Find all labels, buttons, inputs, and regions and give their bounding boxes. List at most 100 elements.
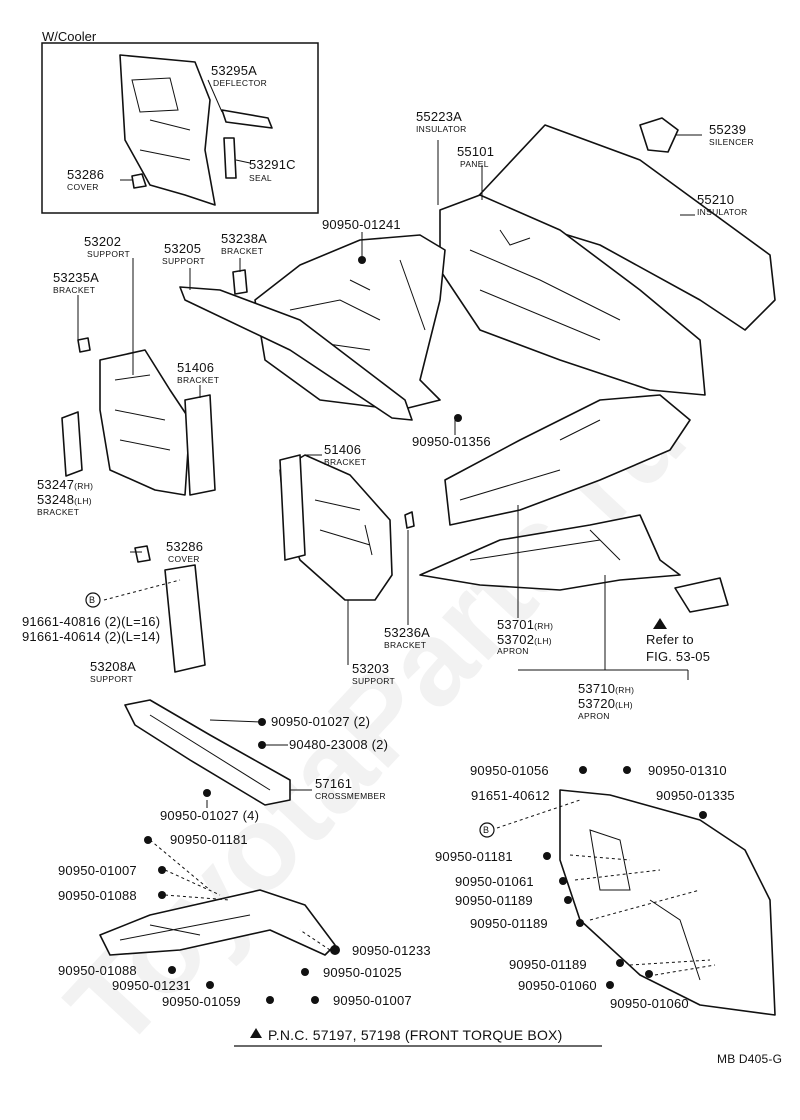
part-90950-01027-4: 90950-01027 (4) bbox=[160, 808, 260, 823]
part-53247: 53247(RH) bbox=[37, 477, 94, 492]
support-53202 bbox=[99, 349, 191, 496]
part-55239: 55239 bbox=[709, 122, 747, 137]
part-53238A: 53238A bbox=[221, 231, 268, 246]
refer-line-1: Refer to bbox=[646, 632, 694, 647]
part-91651-40612: 91651-40612 bbox=[471, 788, 550, 803]
apron-lower-53710 bbox=[419, 514, 681, 591]
bracket-53247 bbox=[61, 411, 83, 477]
part-53701: 53701(RH) bbox=[497, 617, 554, 632]
name-53202: SUPPORT bbox=[87, 249, 131, 259]
leader-lines bbox=[77, 134, 702, 808]
name-55239: SILENCER bbox=[709, 137, 754, 147]
part-55210: 55210 bbox=[697, 192, 735, 207]
drawing-code: MB D405-G bbox=[717, 1052, 783, 1066]
part-53202: 53202 bbox=[84, 234, 122, 249]
part-90950-01025: 90950-01025 bbox=[323, 965, 402, 980]
name-53286-lower: COVER bbox=[168, 554, 200, 564]
name-53205: SUPPORT bbox=[162, 256, 206, 266]
part-90950-01241: 90950-01241 bbox=[322, 217, 401, 232]
name-51406-upper: BRACKET bbox=[177, 375, 220, 385]
name-53208A: SUPPORT bbox=[90, 674, 134, 684]
side-53710: (RH) bbox=[615, 685, 635, 695]
name-53710: APRON bbox=[578, 711, 610, 721]
side-53247: (RH) bbox=[74, 481, 94, 491]
part-90950-01356: 90950-01356 bbox=[412, 434, 491, 449]
name-51406-lower: BRACKET bbox=[324, 457, 367, 467]
deflector-part bbox=[221, 109, 273, 129]
silencer-part bbox=[639, 117, 679, 153]
name-53291C: SEAL bbox=[249, 173, 272, 183]
crossmember-57161 bbox=[124, 699, 291, 806]
side-53701: (RH) bbox=[534, 621, 554, 631]
part-90950-01233: 90950-01233 bbox=[352, 943, 431, 958]
bracket-53236A bbox=[404, 511, 415, 529]
name-53701: APRON bbox=[497, 646, 529, 656]
part-53235A: 53235A bbox=[53, 270, 100, 285]
name-55210: INSULATOR bbox=[697, 207, 748, 217]
name-53295A: DEFLECTOR bbox=[213, 78, 268, 88]
triangle-marker-footnote bbox=[250, 1028, 262, 1038]
bracket-51406-lower bbox=[279, 454, 306, 561]
apron-53701 bbox=[444, 394, 691, 526]
inset-frame bbox=[41, 42, 319, 214]
name-55101: PANEL bbox=[460, 159, 489, 169]
part-53710: 53710(RH) bbox=[578, 681, 635, 696]
part-90950-01310: 90950-01310 bbox=[648, 763, 727, 778]
part-91661-40816: 91661-40816 (2)(L=16) bbox=[22, 614, 161, 629]
name-53235A: BRACKET bbox=[53, 285, 96, 295]
part-90950-01231: 90950-01231 bbox=[112, 978, 191, 993]
bracket-53235A bbox=[77, 337, 91, 353]
bracket-53238A bbox=[232, 269, 248, 295]
side-53702: (LH) bbox=[534, 636, 552, 646]
part-90950-01027-2: 90950-01027 (2) bbox=[271, 714, 371, 729]
part-90950-01060-a: 90950-01060 bbox=[518, 978, 597, 993]
bracket-51406-upper bbox=[184, 394, 216, 496]
fender-apron-upper bbox=[254, 234, 446, 411]
part-53286-inset: 53286 bbox=[67, 167, 105, 182]
part-91661-40614: 91661-40614 (2)(L=14) bbox=[22, 629, 161, 644]
footnote: P.N.C. 57197, 57198 (FRONT TORQUE BOX) bbox=[268, 1027, 563, 1043]
part-90950-01059: 90950-01059 bbox=[162, 994, 241, 1009]
part-53291C: 53291C bbox=[249, 157, 296, 172]
name-53203: SUPPORT bbox=[352, 676, 396, 686]
part-90480-23008: 90480-23008 (2) bbox=[289, 737, 389, 752]
part-90950-01189-c: 90950-01189 bbox=[509, 957, 587, 972]
cowl-panel-55101 bbox=[439, 194, 706, 396]
b-marker-circle-2 bbox=[479, 822, 495, 838]
part-53702: 53702(LH) bbox=[497, 632, 552, 647]
part-51406-upper: 51406 bbox=[177, 360, 215, 375]
name-53236A: BRACKET bbox=[384, 640, 427, 650]
torque-box-ref bbox=[674, 577, 729, 613]
name-55223A: INSULATOR bbox=[416, 124, 467, 134]
seal-part bbox=[223, 137, 237, 179]
torque-box-panel bbox=[559, 789, 776, 1016]
support-53208A bbox=[164, 564, 206, 673]
part-57161: 57161 bbox=[315, 776, 353, 791]
part-90950-01088-b: 90950-01088 bbox=[58, 963, 137, 978]
part-53208A: 53208A bbox=[90, 659, 137, 674]
part-90950-01181-right: 90950-01181 bbox=[435, 849, 513, 864]
dashed-leaders bbox=[103, 579, 716, 976]
name-53247: BRACKET bbox=[37, 507, 80, 517]
cover-part-inset bbox=[131, 173, 147, 189]
part-51406-lower: 51406 bbox=[324, 442, 362, 457]
part-90950-01060-b: 90950-01060 bbox=[610, 996, 689, 1011]
part-53295A: 53295A bbox=[211, 63, 258, 78]
fasteners bbox=[144, 256, 707, 1004]
part-90950-01007-a: 90950-01007 bbox=[58, 863, 137, 878]
b-marker-1: B bbox=[89, 595, 96, 605]
name-53238A: BRACKET bbox=[221, 246, 264, 256]
inset-panel bbox=[119, 54, 216, 206]
part-90950-01189-b: 90950-01189 bbox=[470, 916, 548, 931]
name-57161: CROSSMEMBER bbox=[315, 791, 386, 801]
side-53720: (LH) bbox=[615, 700, 633, 710]
name-53286-inset: COVER bbox=[67, 182, 99, 192]
cowl-insulator-55210 bbox=[469, 124, 776, 331]
part-53248: 53248(LH) bbox=[37, 492, 92, 507]
part-53286-lower: 53286 bbox=[166, 539, 204, 554]
part-53203: 53203 bbox=[352, 661, 390, 676]
b-marker-2: B bbox=[483, 825, 490, 835]
part-55101: 55101 bbox=[457, 144, 495, 159]
part-53205: 53205 bbox=[164, 241, 202, 256]
